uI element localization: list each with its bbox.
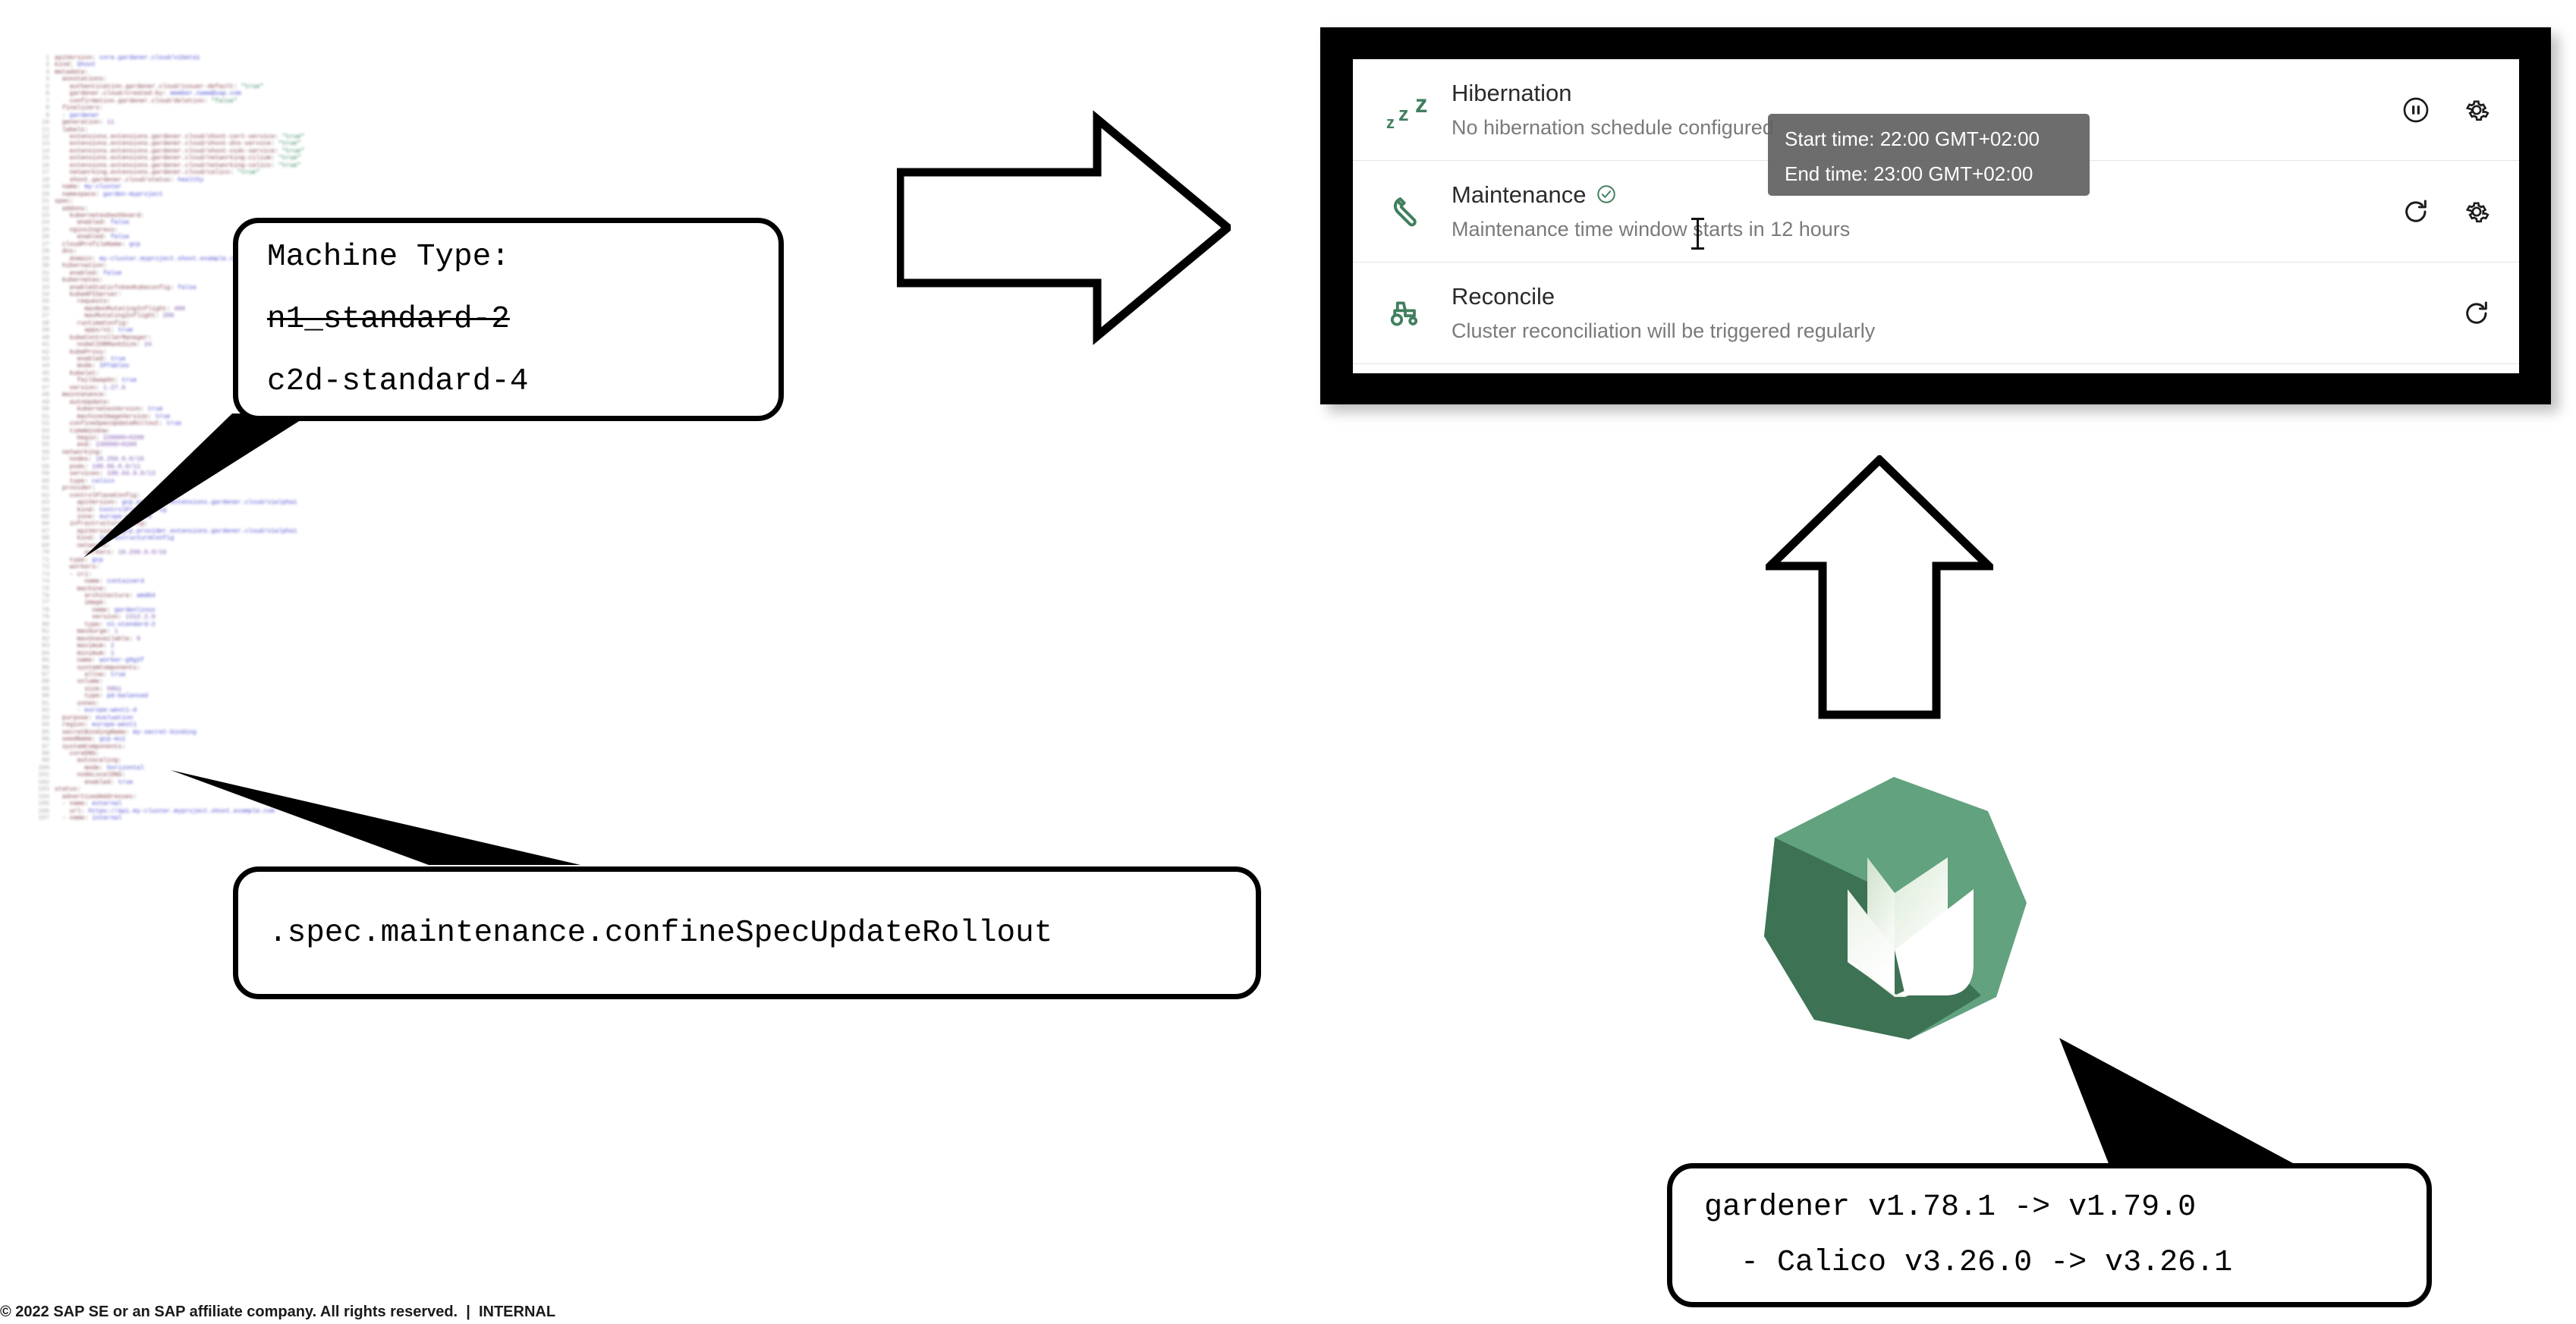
arrow-right-icon	[897, 110, 1231, 345]
machine-type-old-value: n1_standard-2	[267, 301, 510, 337]
check-circle-icon	[1596, 184, 1617, 205]
machine-type-new-value: c2d-standard-4	[267, 363, 529, 399]
hibernation-title: Hibernation	[1452, 79, 1572, 106]
maintenance-time-tooltip: Start time: 22:00 GMT+02:00 End time: 23…	[1768, 114, 2090, 196]
reconcile-subtitle: Cluster reconciliation will be triggered…	[1452, 319, 1876, 343]
version-upgrade-callout: gardener v1.78.1 -> v1.79.0 - Calico v3.…	[1667, 1163, 2432, 1307]
refresh-icon[interactable]	[2461, 298, 2492, 329]
reconcile-title-row: Reconcile	[1452, 283, 2461, 310]
card-row-maintenance[interactable]: Maintenance Maintenance time window star…	[1353, 161, 2519, 263]
reconcile-body: Reconcile Cluster reconciliation will be…	[1452, 283, 2461, 344]
hibernation-subtitle: No hibernation schedule configured	[1452, 116, 1774, 140]
machine-type-label: Machine Type:	[267, 239, 510, 275]
tooltip-end-time: End time: 23:00 GMT+02:00	[1785, 162, 2033, 185]
spec-path-text: .spec.maintenance.confineSpecUpdateRollo…	[269, 915, 1053, 951]
gear-icon[interactable]	[2461, 95, 2492, 125]
arrow-up-icon	[1766, 455, 1993, 719]
maintenance-subtitle: Maintenance time window starts in 12 hou…	[1452, 218, 1851, 241]
text-cursor	[1691, 218, 1704, 250]
pause-circle-icon[interactable]	[2401, 95, 2431, 125]
maintenance-title: Maintenance	[1452, 181, 1587, 208]
tooltip-start-time: Start time: 22:00 GMT+02:00	[1785, 127, 2040, 150]
gear-icon[interactable]	[2461, 197, 2492, 227]
tractor-icon	[1386, 295, 1452, 332]
maintenance-actions	[2401, 197, 2492, 227]
reconcile-title: Reconcile	[1452, 282, 1555, 310]
machine-type-callout: Machine Type: n1_standard-2 c2d-standard…	[233, 218, 784, 421]
version-line-gardener: gardener v1.78.1 -> v1.79.0	[1704, 1190, 2197, 1225]
refresh-icon[interactable]	[2401, 197, 2431, 227]
maintenance-body: Maintenance Maintenance time window star…	[1452, 181, 2401, 242]
version-line-calico: - Calico v3.26.0 -> v3.26.1	[1704, 1246, 2233, 1280]
footer-copyright: © 2022 SAP SE or an SAP affiliate compan…	[0, 1304, 556, 1320]
hibernation-title-row: Hibernation	[1452, 80, 2401, 107]
wrench-icon	[1386, 193, 1452, 230]
gardener-box-glyph	[1848, 857, 1974, 997]
gardener-logo	[1764, 777, 2027, 1039]
card-row-reconcile[interactable]: Reconcile Cluster reconciliation will be…	[1353, 263, 2519, 364]
maintenance-title-row: Maintenance	[1452, 181, 2401, 209]
hibernation-body: Hibernation No hibernation schedule conf…	[1452, 80, 2401, 140]
reconcile-actions	[2461, 298, 2492, 329]
hibernation-actions	[2401, 95, 2492, 125]
spec-path-callout: .spec.maintenance.confineSpecUpdateRollo…	[233, 866, 1261, 999]
